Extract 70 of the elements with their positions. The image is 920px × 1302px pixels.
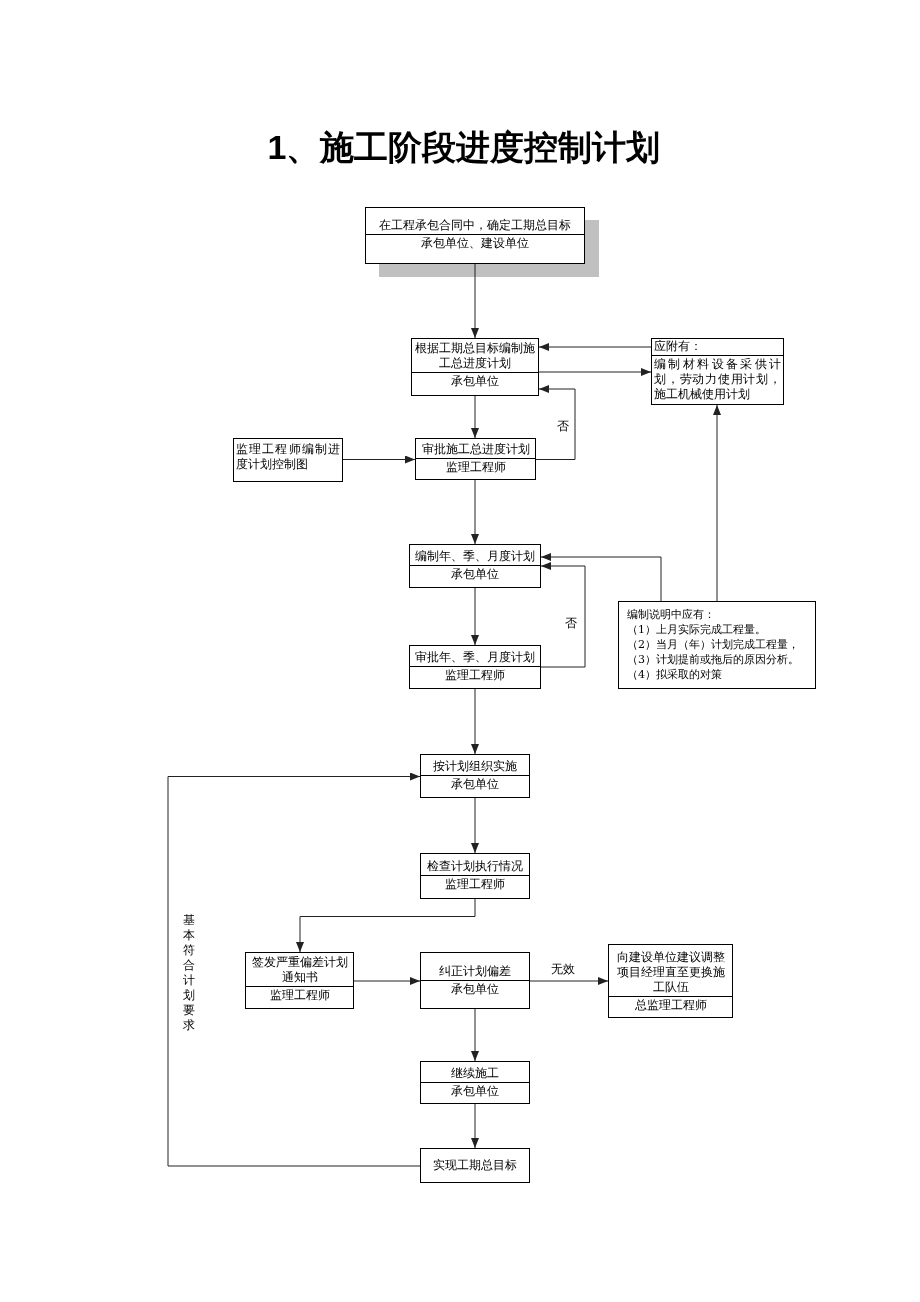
- arrow: [342, 455, 416, 464]
- step-text: 签发严重偏差计划通知书: [250, 954, 349, 985]
- process-box: [420, 1148, 530, 1183]
- step-text: 实现工期总目标: [433, 1158, 517, 1173]
- step-text: 监理工程师编制进度计划控制图: [236, 442, 340, 472]
- edge-label: 基本符合计划要求: [183, 913, 195, 1033]
- title: 1、施工阶段进度控制计划: [267, 128, 661, 166]
- note-box: [618, 601, 816, 689]
- arrow: [471, 1103, 479, 1149]
- role-text: 承包单位: [451, 373, 499, 389]
- process-box: [409, 544, 541, 588]
- process-box: [245, 952, 354, 1009]
- step-text: 审批年、季、月度计划: [415, 649, 535, 665]
- role-text: 承包单位: [451, 566, 499, 582]
- note-text: （2）当月（年）计划完成工程量，: [627, 637, 799, 652]
- role-text: 承包单位: [451, 776, 499, 792]
- role-text: 承包单位、建设单位: [421, 235, 529, 251]
- process-box: [420, 952, 530, 1009]
- note-text: 编制材料设备采供计划，劳动力使用计划，施工机械使用计划: [654, 356, 781, 402]
- arrow: [535, 385, 576, 460]
- step-text: 继续施工: [451, 1065, 499, 1081]
- arrow: [471, 395, 479, 439]
- note-heading: 编制说明中应有：: [627, 607, 715, 622]
- role-text: 承包单位: [451, 981, 499, 997]
- step-text: 纠正计划偏差: [439, 963, 511, 979]
- arrow: [167, 772, 421, 1167]
- note-heading: 应附有：: [654, 338, 702, 354]
- edge-label: 无效: [550, 962, 576, 976]
- role-text: 承包单位: [451, 1083, 499, 1099]
- arrow: [529, 977, 609, 985]
- arrow: [471, 263, 479, 339]
- note-text: （3）计划提前或拖后的原因分析。: [627, 652, 799, 667]
- step-text: 按计划组织实施: [433, 758, 517, 774]
- arrow: [353, 977, 421, 985]
- note-text: （4）拟采取的对策: [627, 667, 722, 682]
- arrow: [538, 368, 652, 376]
- step-text: 编制年、季、月度计划: [415, 548, 535, 564]
- arrow: [471, 1008, 479, 1062]
- arrow: [296, 898, 476, 953]
- process-box: [420, 1061, 530, 1104]
- edge-label: 否: [556, 419, 570, 433]
- step-text: 在工程承包合同中，确定工期总目标: [379, 217, 571, 233]
- process-box: [420, 853, 530, 899]
- process-box: [409, 645, 541, 689]
- arrow: [471, 479, 479, 545]
- process-box: [233, 438, 343, 482]
- arrow: [471, 587, 479, 646]
- step-text: 检查计划执行情况: [427, 858, 523, 874]
- role-text: 监理工程师: [445, 459, 506, 475]
- arrow: [540, 553, 662, 602]
- arrow: [471, 688, 479, 755]
- arrow: [538, 343, 652, 351]
- process-box: [411, 338, 539, 396]
- edge-label: 否: [564, 616, 578, 630]
- role-text: 监理工程师: [445, 667, 505, 683]
- process-box: [415, 438, 536, 480]
- step-text: 根据工期总目标编制施工总进度计划: [414, 340, 536, 371]
- note-box: [651, 338, 784, 405]
- process-box: [365, 207, 585, 264]
- arrow: [471, 797, 479, 854]
- arrow: [713, 404, 721, 602]
- note-text: （1）上月实际完成工程量。: [627, 622, 766, 637]
- process-box: [420, 754, 530, 798]
- role-text: 监理工程师: [269, 987, 330, 1003]
- step-text: 向建设单位建议调整项目经理直至更换施工队伍: [615, 949, 726, 995]
- role-text: 总监理工程师: [634, 997, 707, 1013]
- arrow: [540, 562, 586, 668]
- role-text: 监理工程师: [445, 876, 505, 892]
- process-box: [608, 944, 733, 1018]
- step-text: 审批施工总进度计划: [421, 441, 530, 457]
